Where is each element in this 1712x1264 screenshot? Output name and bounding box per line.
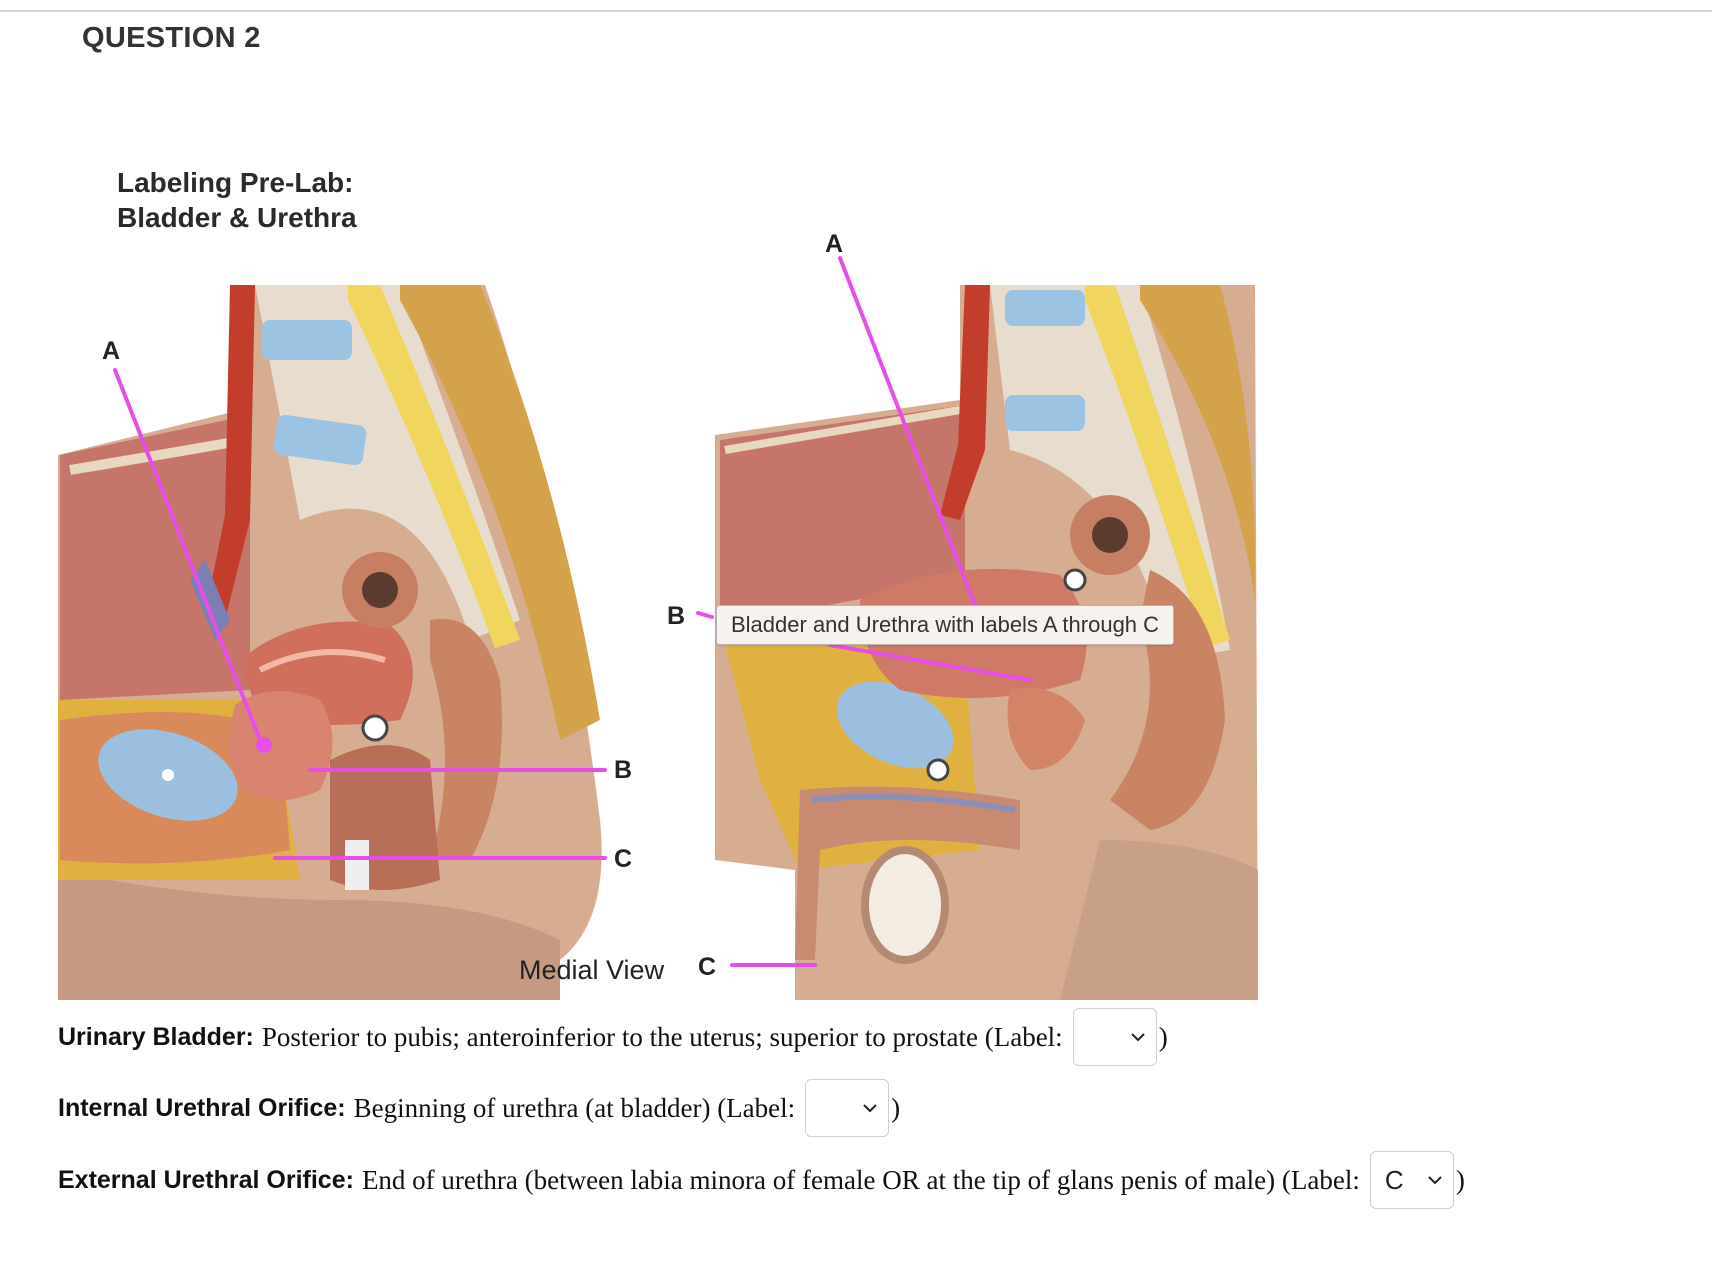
label-b-left: B: [614, 756, 633, 784]
pointer-line-a-left: [113, 368, 264, 747]
close-paren: ): [891, 1092, 901, 1123]
label-c-left: C: [614, 845, 633, 873]
term-label: External Urethral Orifice:: [58, 1165, 354, 1194]
term-description: End of urethra (between labia minora of …: [361, 1164, 1360, 1195]
label-select-external-urethral-orifice[interactable]: C: [1369, 1151, 1454, 1209]
label-a-left: A: [102, 337, 121, 365]
top-divider: [0, 10, 1712, 12]
label-b-right: B: [667, 602, 686, 630]
image-tooltip: Bladder and Urethra with labels A throug…: [716, 605, 1175, 645]
question-item-internal-urethral-orifice: Internal Urethral Orifice: Beginning of …: [58, 1079, 900, 1137]
female-pelvis-model: [58, 285, 602, 1000]
term-label: Urinary Bladder:: [58, 1022, 254, 1051]
label-a-right: A: [825, 230, 844, 258]
close-paren: ): [1455, 1164, 1465, 1195]
question-title: QUESTION 2: [82, 22, 261, 54]
pointer-line-b-right-start: [696, 611, 714, 619]
question-item-external-urethral-orifice: External Urethral Orifice: End of urethr…: [58, 1151, 1465, 1209]
close-paren: ): [1158, 1021, 1168, 1052]
select-value: C: [1384, 1164, 1404, 1195]
pointer-line-a-right: [838, 256, 977, 607]
view-caption: Medial View: [519, 955, 665, 985]
term-label: Internal Urethral Orifice:: [58, 1093, 346, 1122]
pointer-line-b-right: [828, 643, 1032, 682]
pointer-dot-a-left: [256, 737, 272, 753]
chevron-down-icon: [1428, 1176, 1442, 1185]
label-select-urinary-bladder[interactable]: [1072, 1008, 1157, 1066]
term-description: Posterior to pubis; anteroinferior to th…: [261, 1021, 1063, 1052]
figure-title-line1: Labeling Pre-Lab:: [117, 167, 354, 198]
chevron-down-icon: [1130, 1033, 1145, 1042]
term-description: Beginning of urethra (at bladder) (Label…: [353, 1092, 796, 1123]
figure-title-line2: Bladder & Urethra: [117, 202, 357, 233]
label-c-right: C: [698, 953, 717, 981]
figure-title: Labeling Pre-Lab: Bladder & Urethra: [117, 165, 357, 235]
pointer-lines: [113, 256, 1032, 967]
question-item-urinary-bladder: Urinary Bladder: Posterior to pubis; ant…: [58, 1008, 1168, 1066]
label-select-internal-urethral-orifice[interactable]: [805, 1079, 890, 1137]
chevron-down-icon: [863, 1104, 877, 1113]
